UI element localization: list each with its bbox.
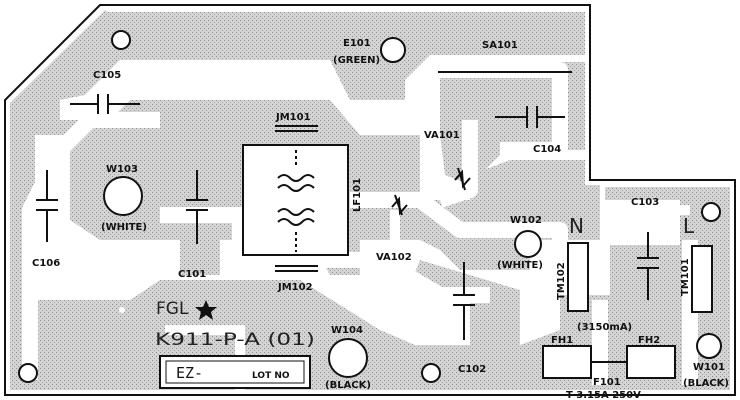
w103-label: W103 [106, 164, 138, 175]
jm101-jumper-icon [275, 125, 318, 132]
c106-capacitor-icon [36, 170, 58, 242]
tm102-terminal [567, 242, 589, 312]
tm101-label: TM101 [680, 258, 691, 296]
w102-pad-icon [514, 230, 542, 258]
va101-varistor-icon [454, 167, 471, 191]
w104-color-label: (BLACK) [325, 380, 371, 391]
e101-pad-icon [380, 37, 406, 63]
star-icon [195, 300, 217, 320]
w103-color-label: (WHITE) [101, 222, 147, 233]
w104-pad-icon [328, 338, 368, 378]
tm102-label: TM102 [556, 262, 567, 300]
c104-label: C104 [533, 144, 561, 155]
fgl-label: FGL [156, 299, 189, 319]
c105-label: C105 [93, 70, 121, 81]
l-terminal-label: L [683, 214, 695, 238]
lf101-label: LF101 [352, 178, 363, 212]
jm102-label: JM102 [277, 282, 313, 293]
fh1-label: FH1 [551, 335, 573, 346]
c103-capacitor-icon [637, 232, 659, 300]
mounting-hole-icon [111, 30, 131, 50]
c102-capacitor-icon [453, 262, 475, 340]
jm101-label: JM101 [275, 112, 311, 123]
c104-capacitor-icon [495, 106, 565, 128]
lot-no-label: LOT NO [252, 371, 290, 381]
w104-label: W104 [331, 325, 363, 336]
mounting-hole-icon [18, 363, 38, 383]
fuse-spec-label: T 3.15A 250V [566, 390, 641, 400]
model-label: K911-P-A (01) [155, 330, 315, 350]
c101-label: C101 [178, 269, 206, 280]
c105-capacitor-icon [70, 94, 140, 114]
e101-label: E101 [343, 38, 371, 49]
va102-label: VA102 [376, 252, 412, 263]
n-terminal-label: N [569, 214, 584, 238]
jm102-jumper-icon [275, 265, 318, 272]
w102-color-label: (WHITE) [497, 260, 543, 271]
mounting-hole-icon [421, 363, 441, 383]
c103-label: C103 [631, 197, 659, 208]
w102-label: W102 [510, 215, 542, 226]
va101-label: VA101 [424, 130, 460, 141]
c102-label: C102 [458, 364, 486, 375]
tm101-terminal [691, 245, 713, 313]
w101-color-label: (BLACK) [683, 378, 729, 389]
c106-label: C106 [32, 258, 60, 269]
f101-label: F101 [593, 377, 621, 388]
fh2-fuse-holder [626, 345, 676, 379]
lot-number-inner-box [165, 360, 305, 384]
c101-capacitor-icon [186, 170, 208, 244]
fh2-label: FH2 [638, 335, 660, 346]
trace-gaps [22, 62, 698, 385]
w101-label: W101 [693, 362, 725, 373]
va102-varistor-icon [391, 194, 408, 216]
lf101-coil-icon [277, 150, 315, 252]
w103-pad-icon [103, 176, 143, 216]
fuse-rating-label: (3150mA) [577, 322, 632, 333]
sa101-label: SA101 [482, 40, 518, 51]
mounting-hole-icon [701, 202, 721, 222]
fiducial-dot-icon [119, 307, 125, 313]
e101-color-label: (GREEN) [333, 55, 380, 66]
w101-pad-icon [696, 333, 722, 359]
ez-label: EZ- [176, 364, 203, 382]
fh1-fuse-holder [542, 345, 592, 379]
